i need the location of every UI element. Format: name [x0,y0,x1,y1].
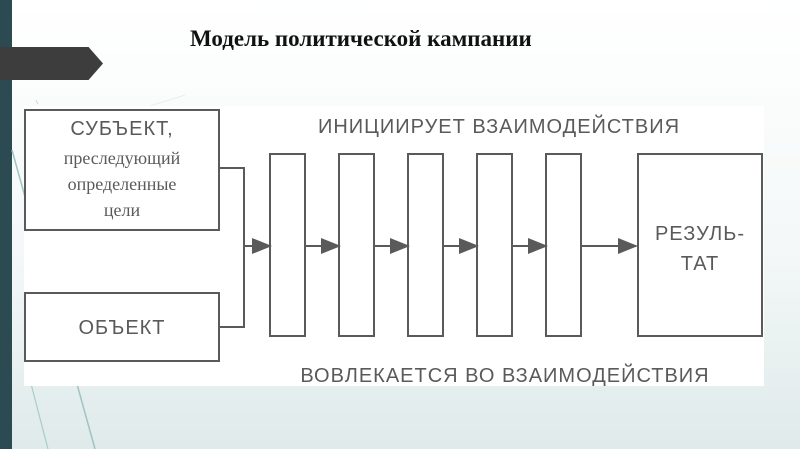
subject-line-3: определенные [68,174,177,194]
result-line-1: РЕЗУЛЬ- [655,223,745,245]
subject-line-4: цели [104,200,141,220]
subject-line-2: преследующий [64,148,181,168]
object-box: ОБЪЕКТ [24,292,220,362]
stage-box-3 [407,153,444,337]
subject-box: СУБЪЕКТ, преследующий определенные цели [24,109,220,231]
arrow-tab-marker [0,47,103,80]
stage-box-2 [338,153,375,337]
campaign-model-diagram: СУБЪЕКТ, преследующий определенные цели … [24,109,763,386]
interaction-stages [269,153,582,337]
top-caption: ИНИЦИИРУЕТ ВЗАИМОДЕЙСТВИЯ [318,114,680,138]
result-box: РЕЗУЛЬ- ТАТ [637,153,763,337]
input-connector [219,167,245,328]
subject-title: СУБЪЕКТ, [70,118,173,140]
result-line-2: ТАТ [681,253,720,275]
left-accent-bar [0,0,12,449]
slide-title: Модель политической кампании [190,26,532,51]
diagram-panel: СУБЪЕКТ, преследующий определенные цели … [24,106,764,386]
stage-box-5 [545,153,582,337]
object-label: ОБЪЕКТ [78,317,165,339]
stage-box-4 [476,153,513,337]
stage-box-1 [269,153,306,337]
bottom-caption: ВОВЛЕКАЕТСЯ ВО ВЗАИМОДЕЙСТВИЯ [300,363,709,386]
